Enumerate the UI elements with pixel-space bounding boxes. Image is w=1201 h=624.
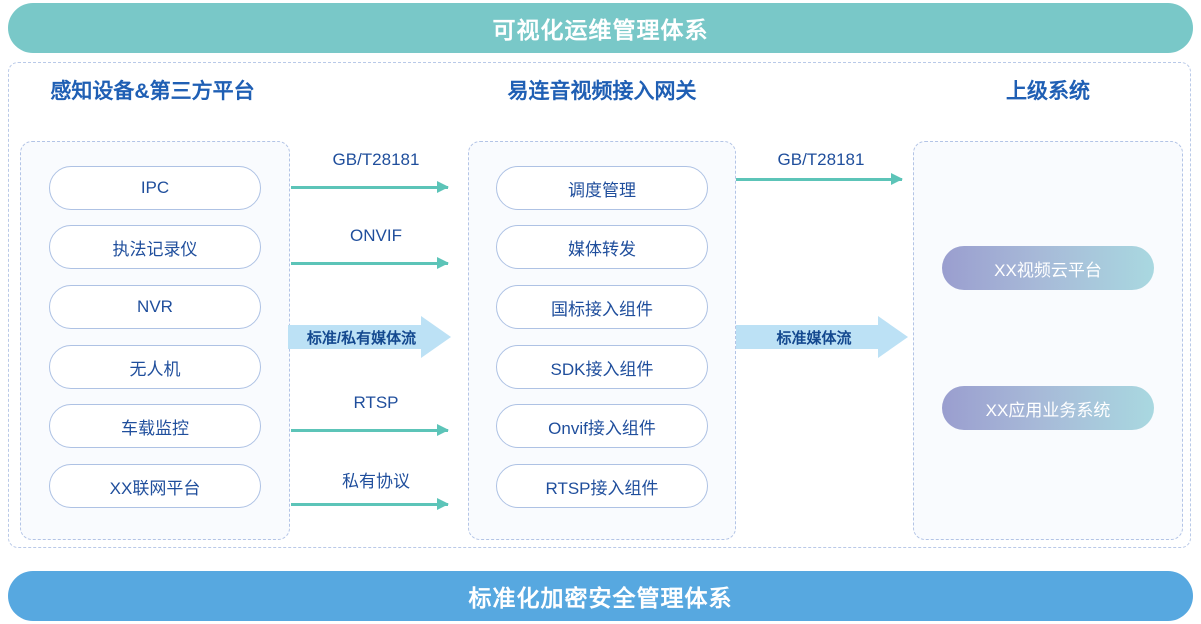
top-banner-label: 可视化运维管理体系	[492, 17, 709, 43]
list-item[interactable]: NVR	[49, 285, 261, 329]
list-item[interactable]: SDK接入组件	[496, 345, 708, 389]
connector-label-standard-media-stream: 标准媒体流	[776, 329, 852, 347]
connector-arrow-onvif	[291, 257, 449, 269]
list-item[interactable]: 调度管理	[496, 166, 708, 210]
column-middle-title: 易连音视频接入网关	[507, 80, 697, 103]
connector-block-arrow-standard-media-stream: 标准媒体流	[736, 316, 908, 358]
list-item[interactable]: 无人机	[49, 345, 261, 389]
list-item[interactable]: 执法记录仪	[49, 225, 261, 269]
connector-arrow-rtsp	[291, 424, 449, 436]
bottom-banner-label: 标准化加密安全管理体系	[468, 585, 733, 611]
column-right: 上级系统	[913, 62, 1183, 106]
connector-label-rtsp: RTSP	[353, 393, 399, 412]
connector-label-mixed-media-stream: 标准/私有媒体流	[306, 329, 417, 347]
list-item[interactable]: RTSP接入组件	[496, 464, 708, 508]
list-item[interactable]: XX视频云平台	[942, 246, 1154, 290]
top-banner: 可视化运维管理体系	[8, 3, 1193, 53]
bottom-banner: 标准化加密安全管理体系	[8, 571, 1193, 621]
list-item[interactable]: Onvif接入组件	[496, 404, 708, 448]
list-item[interactable]: 车载监控	[49, 404, 261, 448]
connector-block-arrow-mixed-media-stream: 标准/私有媒体流	[288, 316, 451, 358]
connector-arrow-gbt28181-left	[291, 181, 449, 193]
connector-label-onvif: ONVIF	[350, 226, 402, 245]
connector-label-private-protocol: 私有协议	[342, 472, 410, 491]
connector-label-gbt28181-left: GB/T28181	[332, 150, 420, 169]
diagram-outer-frame	[8, 62, 1191, 548]
list-item[interactable]: 国标接入组件	[496, 285, 708, 329]
connector-label-gbt28181-right: GB/T28181	[777, 150, 865, 169]
list-item[interactable]: XX应用业务系统	[942, 386, 1154, 430]
column-left: 感知设备&第三方平台	[14, 62, 291, 106]
list-item[interactable]: XX联网平台	[49, 464, 261, 508]
list-item[interactable]: 媒体转发	[496, 225, 708, 269]
column-middle: 易连音视频接入网关	[468, 62, 736, 106]
connector-arrow-private-protocol	[291, 498, 449, 510]
list-item[interactable]: IPC	[49, 166, 261, 210]
column-right-title: 上级系统	[1006, 80, 1090, 103]
column-left-title: 感知设备&第三方平台	[50, 80, 255, 103]
group-box-right	[913, 141, 1183, 540]
connector-arrow-gbt28181-right	[736, 173, 903, 185]
